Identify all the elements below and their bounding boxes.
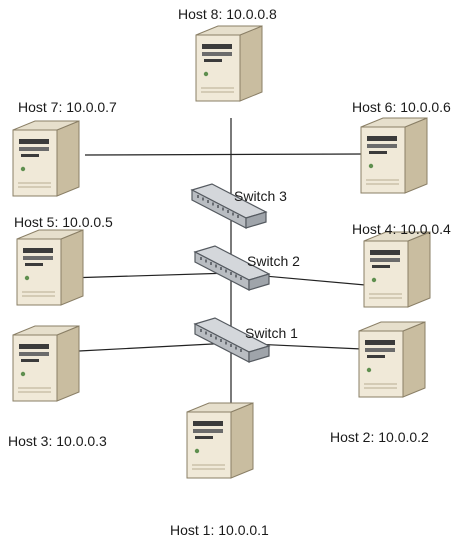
host-1-label: Host 1: 10.0.0.1 bbox=[170, 522, 269, 538]
host-6-server-icon bbox=[360, 117, 428, 194]
switch-1-label: Switch 1 bbox=[245, 325, 298, 341]
link-h3-s1 bbox=[78, 342, 232, 352]
host-5-server-icon bbox=[16, 229, 84, 306]
nodes-layer bbox=[12, 25, 431, 479]
host-2-server-icon bbox=[358, 321, 426, 398]
host-3-server-icon bbox=[12, 325, 80, 402]
host-7-label: Host 7: 10.0.0.7 bbox=[18, 99, 117, 115]
host-3-label: Host 3: 10.0.0.3 bbox=[8, 433, 107, 449]
host-8-label: Host 8: 10.0.0.8 bbox=[178, 6, 277, 22]
host-7-server-icon bbox=[12, 120, 80, 197]
switch-3-label: Switch 3 bbox=[234, 188, 287, 204]
host-4-label: Host 4: 10.0.0.4 bbox=[352, 221, 451, 237]
host-6-label: Host 6: 10.0.0.6 bbox=[352, 99, 451, 115]
host-8-server-icon bbox=[195, 25, 263, 102]
switch-2-label: Switch 2 bbox=[247, 253, 300, 269]
host-1-server-icon bbox=[186, 402, 254, 479]
host-5-label: Host 5: 10.0.0.5 bbox=[14, 214, 113, 230]
link-h7-h6 bbox=[84, 153, 365, 156]
host-2-label: Host 2: 10.0.0.2 bbox=[330, 429, 429, 445]
host-4-server-icon bbox=[363, 231, 431, 308]
